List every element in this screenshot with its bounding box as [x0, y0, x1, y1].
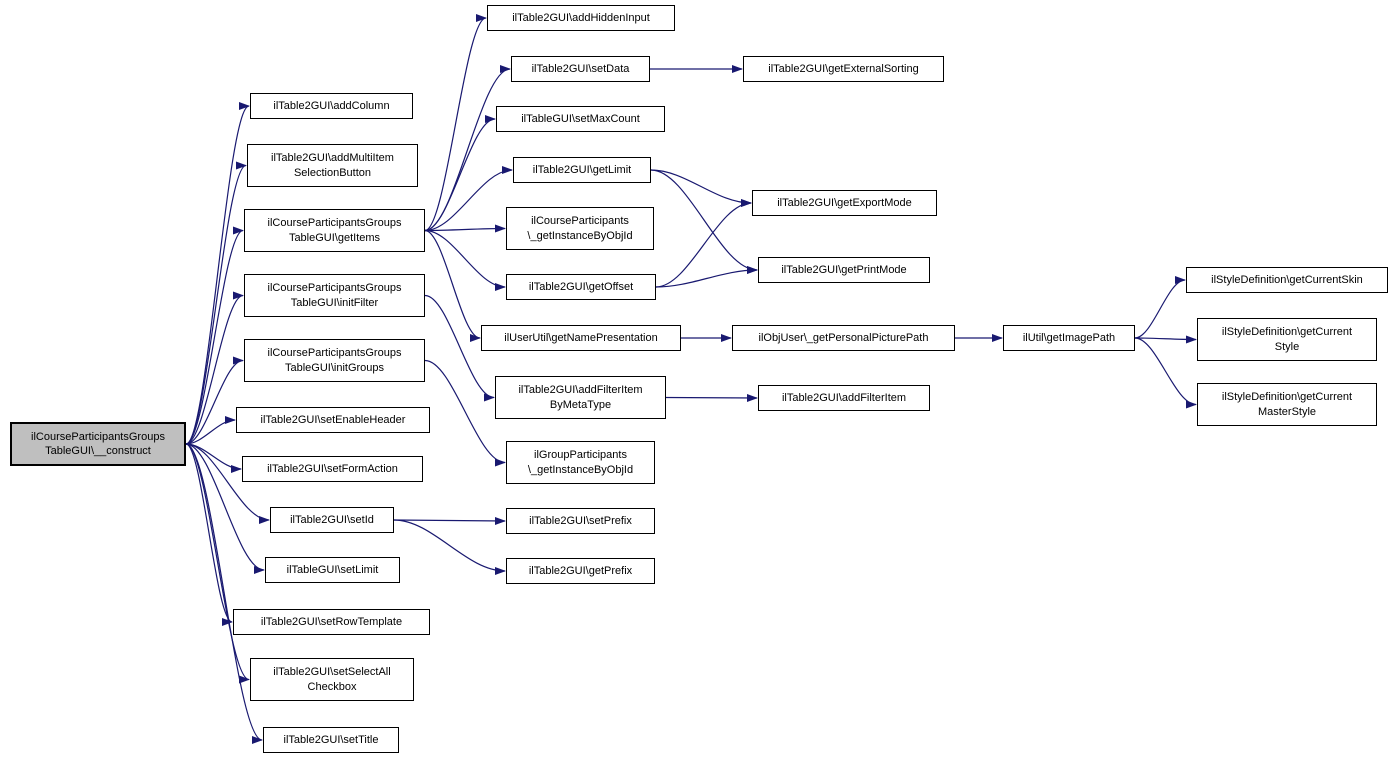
graph-node-grpPartInstance[interactable]: ilGroupParticipants \_getInstanceByObjId — [506, 441, 655, 484]
graph-node-getImagePath[interactable]: ilUtil\getImagePath — [1003, 325, 1135, 351]
graph-node-getLimit[interactable]: ilTable2GUI\getLimit — [513, 157, 651, 183]
edge-construct-to-getItems — [185, 226, 244, 445]
edge-construct-to-setTitle — [185, 443, 263, 744]
edge-construct-to-setId — [185, 443, 270, 524]
graph-node-getOffset[interactable]: ilTable2GUI\getOffset — [506, 274, 656, 300]
edge-getItems-to-getOffset — [424, 229, 506, 291]
graph-node-getPersonalPicturePath[interactable]: ilObjUser\_getPersonalPicturePath — [732, 325, 955, 351]
edge-initGroups-to-grpPartInstance — [424, 359, 506, 467]
graph-node-construct[interactable]: ilCourseParticipantsGroups TableGUI\__co… — [10, 422, 186, 466]
graph-node-setSelectAllCheckbox[interactable]: ilTable2GUI\setSelectAll Checkbox — [250, 658, 414, 701]
edge-getItems-to-crsPartInstance — [424, 224, 506, 233]
edge-construct-to-setEnableHeader — [185, 416, 236, 445]
edge-getLimit-to-getExportMode — [650, 169, 752, 207]
edge-getImagePath-to-getCurrentMasterStyle — [1134, 337, 1197, 409]
graph-node-setTitle[interactable]: ilTable2GUI\setTitle — [263, 727, 399, 753]
graph-node-getExportMode[interactable]: ilTable2GUI\getExportMode — [752, 190, 937, 216]
edge-getImagePath-to-getCurrentSkin — [1134, 276, 1186, 339]
graph-node-initFilter[interactable]: ilCourseParticipantsGroups TableGUI\init… — [244, 274, 425, 317]
graph-node-getCurrentMasterStyle[interactable]: ilStyleDefinition\getCurrent MasterStyle — [1197, 383, 1377, 426]
edge-getItems-to-getLimit — [424, 166, 513, 232]
edge-construct-to-setSelectAllCheckbox — [185, 443, 250, 684]
graph-node-addHiddenInput[interactable]: ilTable2GUI\addHiddenInput — [487, 5, 675, 31]
graph-node-setRowTemplate[interactable]: ilTable2GUI\setRowTemplate — [233, 609, 430, 635]
edge-construct-to-addColumn — [185, 102, 250, 445]
graph-node-setMaxCount[interactable]: ilTableGUI\setMaxCount — [496, 106, 665, 132]
edge-getItems-to-setMaxCount — [424, 115, 496, 232]
graph-node-getCurrentStyle[interactable]: ilStyleDefinition\getCurrent Style — [1197, 318, 1377, 361]
graph-node-setPrefix[interactable]: ilTable2GUI\setPrefix — [506, 508, 655, 534]
graph-node-getExternalSorting[interactable]: ilTable2GUI\getExternalSorting — [743, 56, 944, 82]
edge-getItems-to-addHiddenInput — [424, 14, 487, 232]
graph-node-setData[interactable]: ilTable2GUI\setData — [511, 56, 650, 82]
graph-node-initGroups[interactable]: ilCourseParticipantsGroups TableGUI\init… — [244, 339, 425, 382]
edge-construct-to-setLimit — [185, 443, 265, 574]
edge-initFilter-to-addFilterByMetaType — [424, 294, 495, 402]
edge-addFilterByMetaType-to-addFilterItem — [665, 393, 758, 402]
graph-node-getCurrentSkin[interactable]: ilStyleDefinition\getCurrentSkin — [1186, 267, 1388, 293]
graph-node-getPrefix[interactable]: ilTable2GUI\getPrefix — [506, 558, 655, 584]
edge-setId-to-getPrefix — [393, 519, 506, 575]
edge-getLimit-to-getPrintMode — [650, 169, 758, 274]
edge-construct-to-initGroups — [185, 356, 244, 445]
graph-node-getItems[interactable]: ilCourseParticipantsGroups TableGUI\getI… — [244, 209, 425, 252]
edge-getImagePath-to-getCurrentStyle — [1134, 335, 1197, 344]
edge-getItems-to-getNamePresentation — [424, 229, 481, 342]
graph-node-setLimit[interactable]: ilTableGUI\setLimit — [265, 557, 400, 583]
graph-node-setId[interactable]: ilTable2GUI\setId — [270, 507, 394, 533]
edge-setId-to-setPrefix — [393, 516, 506, 525]
graph-node-getPrintMode[interactable]: ilTable2GUI\getPrintMode — [758, 257, 930, 283]
graph-node-getNamePresentation[interactable]: ilUserUtil\getNamePresentation — [481, 325, 681, 351]
edge-getOffset-to-getPrintMode — [655, 266, 758, 288]
graph-node-addFilterByMetaType[interactable]: ilTable2GUI\addFilterItem ByMetaType — [495, 376, 666, 419]
graph-node-setFormAction[interactable]: ilTable2GUI\setFormAction — [242, 456, 423, 482]
edge-getOffset-to-getExportMode — [655, 199, 752, 288]
graph-node-addFilterItem[interactable]: ilTable2GUI\addFilterItem — [758, 385, 930, 411]
graph-node-addMultiItem[interactable]: ilTable2GUI\addMultiItem SelectionButton — [247, 144, 418, 187]
graph-node-crsPartInstance[interactable]: ilCourseParticipants \_getInstanceByObjI… — [506, 207, 654, 250]
edge-construct-to-setRowTemplate — [185, 443, 233, 626]
edge-construct-to-initFilter — [185, 291, 244, 445]
edge-construct-to-addMultiItem — [185, 161, 247, 445]
graph-node-setEnableHeader[interactable]: ilTable2GUI\setEnableHeader — [236, 407, 430, 433]
graph-node-addColumn[interactable]: ilTable2GUI\addColumn — [250, 93, 413, 119]
